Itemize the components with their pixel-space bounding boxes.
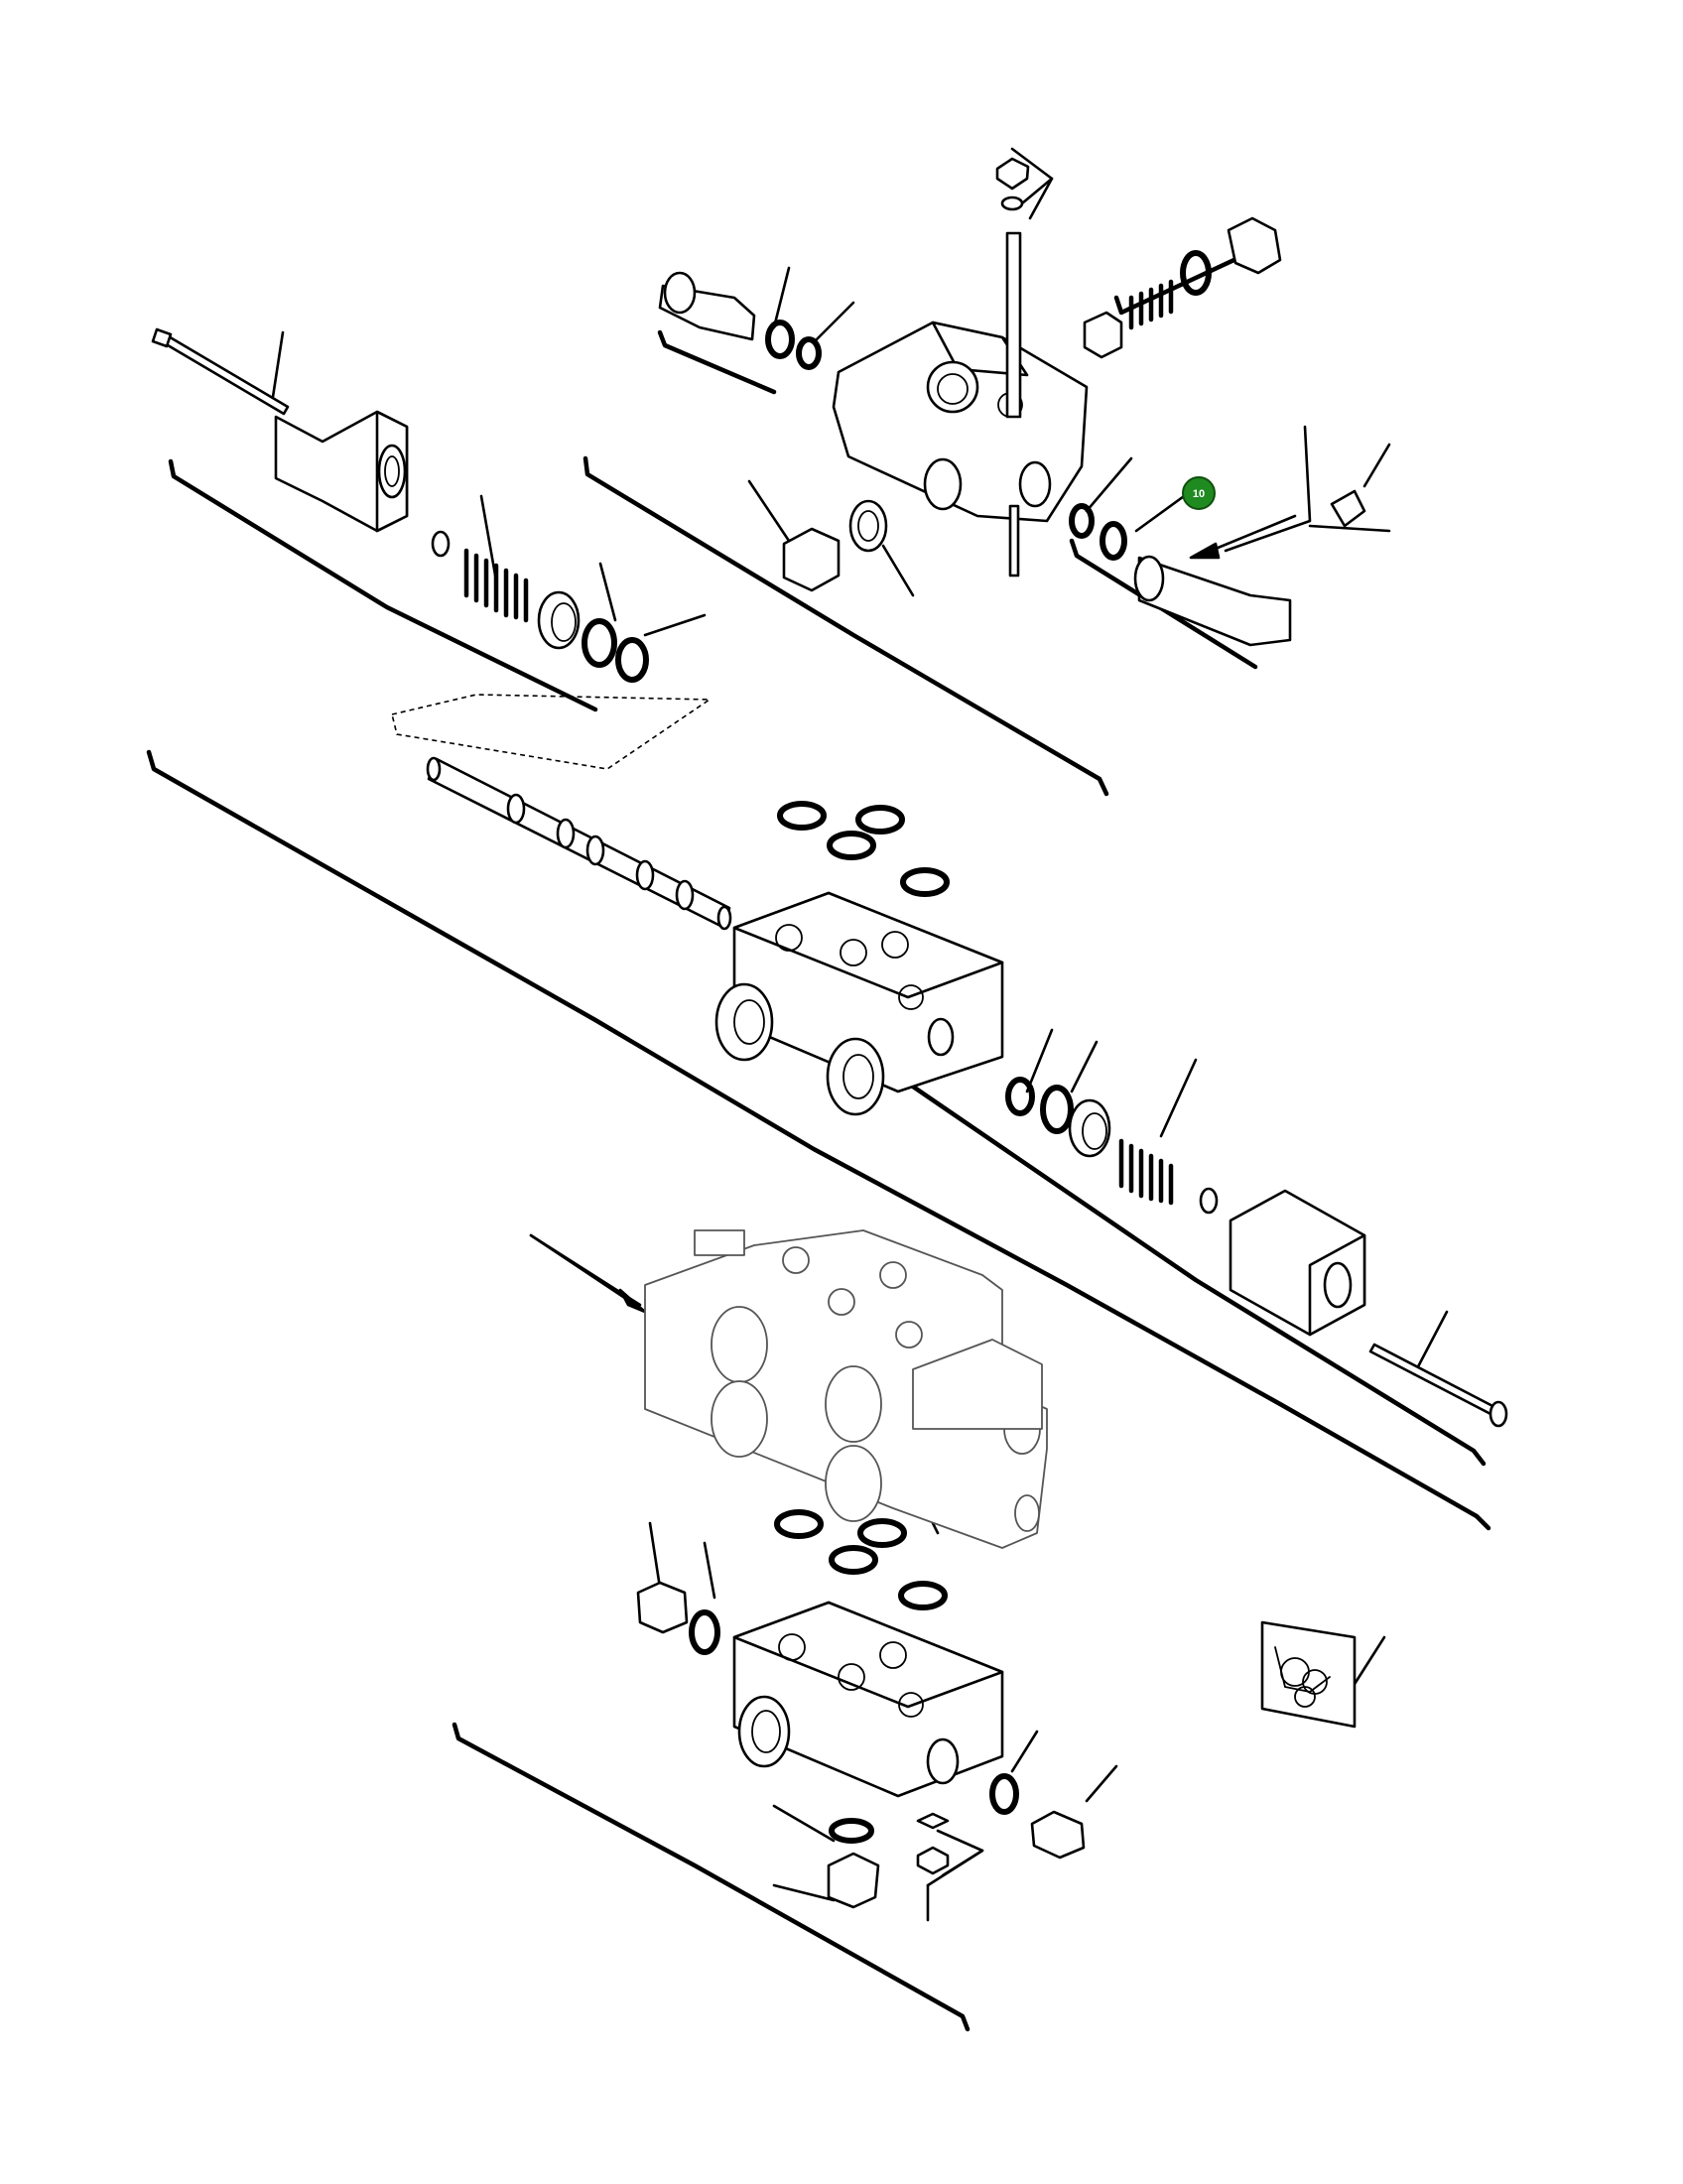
assembled-valve: [644, 1229, 1048, 1549]
seal-kit-bag: [1260, 1620, 1357, 1729]
upper-right-assembly: [1069, 216, 1366, 647]
upper-left-assembly: [151, 327, 712, 770]
lower-section: [636, 1509, 1086, 1909]
upper-center-assembly: [658, 157, 1089, 592]
arrows: [529, 514, 1297, 1314]
leader-lines: [271, 147, 1449, 1922]
spool: [426, 756, 732, 931]
middle-section: [714, 801, 1508, 1428]
callout-10-badge[interactable]: 10: [1182, 476, 1216, 510]
callout-10-circle[interactable]: [1182, 476, 1216, 510]
callout-10-label: 10: [1193, 488, 1205, 500]
